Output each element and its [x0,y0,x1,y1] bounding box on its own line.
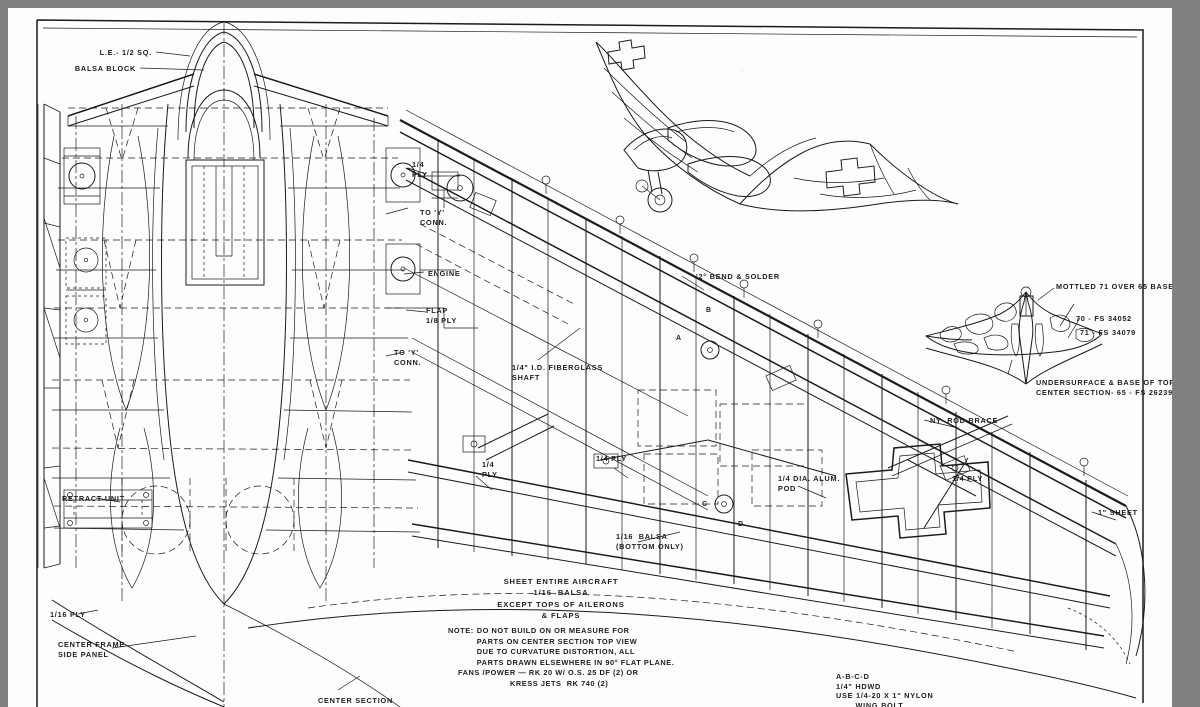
power-line-2: KRESS JETS RK 740 (2) [510,678,609,688]
center-frame-side-panel [37,103,61,569]
label-balsa-bottom-only: 1/16 BALSA (BOTTOM ONLY) [616,532,684,551]
note-line-1: DO NOT BUILD ON OR MEASURE FOR [476,626,630,635]
plan-drawing [36,19,1146,707]
label-quarter-ply-mid-left: 1/4 PLY [482,460,498,479]
label-center-section: CENTER SECTION [318,696,393,705]
callout-letter-b: B [706,307,712,314]
note-line-4: PARTS DRAWN ELSEWHERE IN 90° FLAT PLANE. [476,658,675,668]
label-undersurface: UNDERSURFACE & BASE OF TOP CENTER SECTIO… [1036,378,1172,397]
label-to-y-conn-upper: TO 'Y' CONN. [420,208,448,227]
label-fs-71: 71 - FS 34079 [1080,328,1136,337]
servo-details [63,147,107,345]
label-one-inch-sheet: 1" SHEET [1098,508,1138,517]
label-flap-ply: FLAP 1/8 PLY [426,306,457,325]
label-engine: ENGINE [428,269,461,278]
label-le-spar: L.E.- 1/2 SQ. [99,48,152,57]
note-label: NOTE: [448,626,474,635]
callout-letter-a: A [676,335,682,342]
sheeting-line-3: EXCEPT TOPS OF AILERONS [497,599,625,609]
rib-pins [541,175,1089,476]
label-retract-unit: RETRACT UNIT [62,494,125,503]
note-block: NOTE: DO NOT BUILD ON OR MEASURE FOR PAR… [448,626,674,669]
sheeting-spec-block: SHEET ENTIRE AIRCRAFT 1/16 BALSA EXCEPT … [426,576,696,622]
note-line-2: PARTS ON CENTER SECTION TOP VIEW [476,636,638,646]
sheeting-line-1: SHEET ENTIRE AIRCRAFT [503,577,619,586]
callout-letter-d: D [738,521,744,528]
label-quarter-ply-mid: 1/4 PLY [596,454,627,463]
sheeting-line-2: 1/16 BALSA [533,588,589,598]
power-block: FANS /POWER — RK 20 W/ O.S. 25 DF (2) OR… [458,668,639,689]
label-fiberglass-shaft: 1/4" I.D. FIBERGLASS SHAFT [512,363,604,382]
camouflage-plan-view [924,286,1103,385]
linkage-details [385,147,478,329]
label-hardware: A-B-C-D 1/4" HDWD USE 1/4-20 X 1" NYLON … [836,672,934,707]
sheet-border [36,19,1144,707]
plan-sheet: L.E.- 1/2 SQ. BALSA BLOCK 1/4 PLY TO 'Y'… [8,8,1172,707]
label-ply-116: 1/16 PLY [50,610,86,619]
leader-lines [77,51,1117,691]
balkenkreuz-wing-plan [845,443,991,539]
hardware-fittings [462,340,971,514]
label-bend-solder: '2° BEND & SOLDER [696,272,780,281]
wing-panel-plan [247,109,1146,699]
label-quarter-ply-top: 1/4 PLY [412,160,428,179]
label-alum-pod: 1/4 DIA. ALUM. POD [778,474,841,493]
note-line-3: DUE TO CURVATURE DISTORTION, ALL [476,647,636,657]
retract-unit-detail [63,489,153,529]
label-center-frame-side-panel: CENTER FRAME SIDE PANEL [58,640,125,659]
label-to-y-conn-lower: TO 'Y' CONN. [394,348,422,367]
label-fs-70: 70 - FS 34052 [1076,314,1132,323]
label-balsa-block: BALSA BLOCK [74,64,136,73]
power-line-1: FANS /POWER — RK 20 W/ O.S. 25 DF (2) OR [458,668,639,677]
callout-letter-c: C [702,501,708,508]
label-quarter-ply-right: 1/4 PLY [952,474,983,483]
sheeting-line-4: & FLAPS [541,611,581,621]
perspective-view [595,39,959,213]
fan-unit-detail [431,171,497,216]
center-section-top-view [37,21,478,707]
label-mottled: MOTTLED 71 OVER 65 BASE [1056,282,1172,291]
label-ny-rod-brace: NY- ROD BRACE [930,416,999,425]
